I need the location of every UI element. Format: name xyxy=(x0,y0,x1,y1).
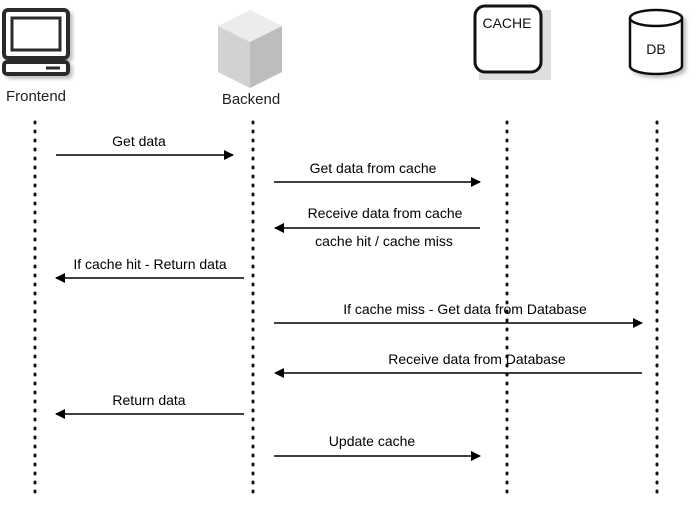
message-sublabel: cache hit / cache miss xyxy=(315,233,453,249)
message-label: Get data xyxy=(112,133,166,149)
participant-cache: CACHE xyxy=(473,4,551,80)
message-label: Get data from cache xyxy=(310,160,437,176)
server-cube-icon xyxy=(218,10,282,88)
database-cylinder-icon xyxy=(628,8,684,76)
message-get-data: Get data xyxy=(56,133,234,160)
message-get-data-from-cache: Get data from cache xyxy=(274,160,481,187)
cache-label: CACHE xyxy=(482,15,531,31)
participant-backend: Backend xyxy=(218,10,282,108)
message-if-cache-hit-return-data: If cache hit - Return data xyxy=(55,256,244,283)
frontend-label: Frontend xyxy=(6,88,66,105)
message-update-cache: Update cache xyxy=(274,433,481,461)
participant-frontend: Frontend xyxy=(2,8,70,105)
message-receive-data-from-cache: Receive data from cache cache hit / cach… xyxy=(274,205,480,249)
cache-box-icon xyxy=(473,4,543,74)
lifelines xyxy=(33,120,659,502)
participant-db: DB xyxy=(628,8,684,76)
message-label: Return data xyxy=(112,392,185,408)
message-receive-data-from-database: Receive data from Database xyxy=(274,351,642,378)
message-label: Update cache xyxy=(329,433,416,449)
db-label: DB xyxy=(646,41,665,57)
message-label: If cache hit - Return data xyxy=(73,256,227,272)
backend-label: Backend xyxy=(222,91,280,108)
message-if-cache-miss-get-data-from-database: If cache miss - Get data from Database xyxy=(274,301,643,328)
computer-monitor-icon xyxy=(2,8,70,76)
message-return-data: Return data xyxy=(55,392,244,419)
message-label: If cache miss - Get data from Database xyxy=(343,301,587,317)
message-label: Receive data from Database xyxy=(388,351,566,367)
message-label: Receive data from cache xyxy=(308,205,463,221)
